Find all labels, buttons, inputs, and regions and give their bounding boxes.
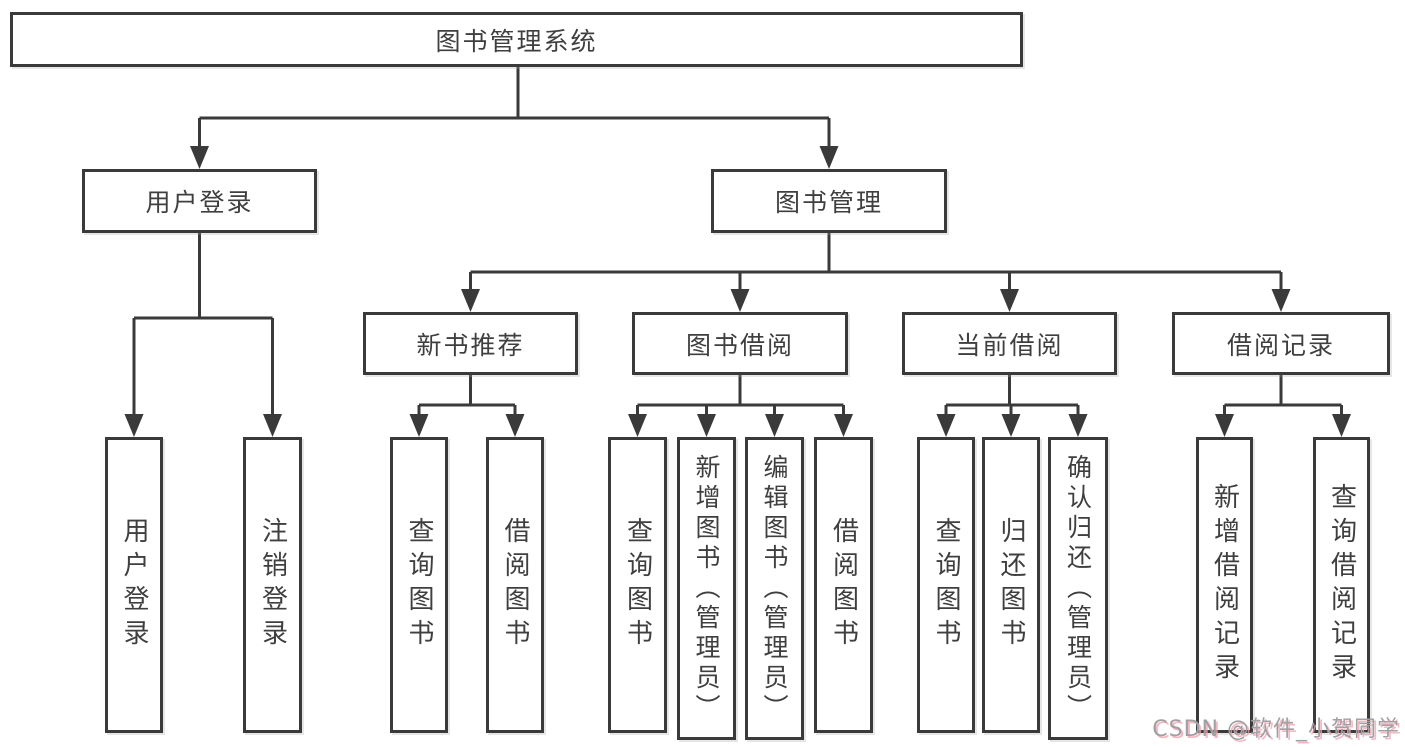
node-book-borrow-label: 图书借阅	[685, 330, 794, 360]
node-leaf-user-login: 用户登录	[105, 437, 163, 733]
node-current-borrow-label: 当前借阅	[955, 330, 1064, 360]
node-leaf-borrow-book-label: 借阅图书	[828, 517, 859, 653]
node-leaf-query-book-recommend: 查询图书	[390, 437, 448, 733]
node-leaf-query-borrow-record-label: 查询借阅记录	[1326, 483, 1357, 687]
node-leaf-logout-label: 注销登录	[257, 517, 288, 653]
arrow-down-icon	[819, 146, 839, 169]
node-leaf-add-borrow-record: 新增借阅记录	[1196, 437, 1253, 733]
node-leaf-return-book: 归还图书	[982, 437, 1040, 733]
node-leaf-borrow-book-recommend-label: 借阅图书	[500, 517, 530, 653]
node-user-login: 用户登录	[82, 169, 317, 233]
node-leaf-query-book-current-label: 查询图书	[931, 517, 961, 653]
node-book-borrow: 图书借阅	[632, 312, 848, 375]
node-book-management: 图书管理	[711, 169, 947, 233]
node-leaf-edit-book-admin-label: 编辑图书（管理员）	[760, 453, 789, 724]
node-leaf-user-login-label: 用户登录	[119, 517, 149, 653]
node-leaf-add-book-admin-label: 新增图书（管理员）	[692, 453, 721, 724]
arrow-down-icon	[190, 146, 209, 169]
arrow-down-icon	[1332, 414, 1351, 437]
arrow-down-icon	[409, 414, 429, 437]
arrow-down-icon	[1215, 414, 1234, 437]
node-leaf-query-book-recommend-label: 查询图书	[404, 517, 434, 653]
node-root-label: 图书管理系统	[435, 26, 598, 56]
arrow-down-icon	[461, 289, 480, 312]
arrow-down-icon	[765, 414, 784, 437]
node-leaf-borrow-book-recommend: 借阅图书	[486, 437, 544, 733]
node-leaf-confirm-return-admin: 确认归还（管理员）	[1048, 437, 1108, 740]
arrow-down-icon	[697, 414, 716, 437]
node-leaf-query-borrow-record: 查询借阅记录	[1313, 437, 1370, 733]
node-current-borrow: 当前借阅	[902, 312, 1117, 375]
node-root: 图书管理系统	[10, 12, 1023, 67]
arrow-down-icon	[730, 289, 750, 312]
node-leaf-add-book-admin: 新增图书（管理员）	[677, 437, 736, 740]
node-leaf-add-borrow-record-label: 新增借阅记录	[1209, 483, 1240, 687]
node-leaf-confirm-return-admin-label: 确认归还（管理员）	[1063, 453, 1093, 724]
node-leaf-return-book-label: 归还图书	[996, 517, 1026, 653]
node-leaf-query-book-current: 查询图书	[917, 437, 975, 733]
node-leaf-logout: 注销登录	[243, 437, 302, 733]
node-new-book-recommend-label: 新书推荐	[416, 330, 525, 360]
node-user-login-label: 用户登录	[145, 188, 254, 217]
csdn-watermark: CSDN @软件_小贺同学	[1152, 717, 1400, 742]
arrowheads	[124, 146, 1351, 437]
arrow-down-icon	[505, 414, 525, 437]
arrow-down-icon	[936, 414, 956, 437]
node-leaf-borrow-book: 借阅图书	[814, 437, 873, 733]
node-borrow-record-label: 借阅记录	[1226, 330, 1335, 360]
arrow-down-icon	[124, 414, 144, 437]
arrow-down-icon	[1271, 289, 1291, 312]
node-book-management-label: 图书管理	[774, 188, 883, 217]
arrow-down-icon	[263, 414, 282, 437]
node-new-book-recommend: 新书推荐	[363, 312, 578, 375]
node-borrow-record: 借阅记录	[1172, 312, 1390, 375]
node-leaf-query-book-borrow: 查询图书	[608, 437, 667, 733]
arrow-down-icon	[628, 414, 647, 437]
arrow-down-icon	[1000, 289, 1019, 312]
arrow-down-icon	[834, 414, 853, 437]
arrow-down-icon	[1001, 414, 1021, 437]
connector-wires	[132, 67, 1343, 416]
arrow-down-icon	[1068, 414, 1088, 437]
node-leaf-query-book-borrow-label: 查询图书	[622, 517, 653, 653]
node-leaf-edit-book-admin: 编辑图书（管理员）	[745, 437, 804, 740]
